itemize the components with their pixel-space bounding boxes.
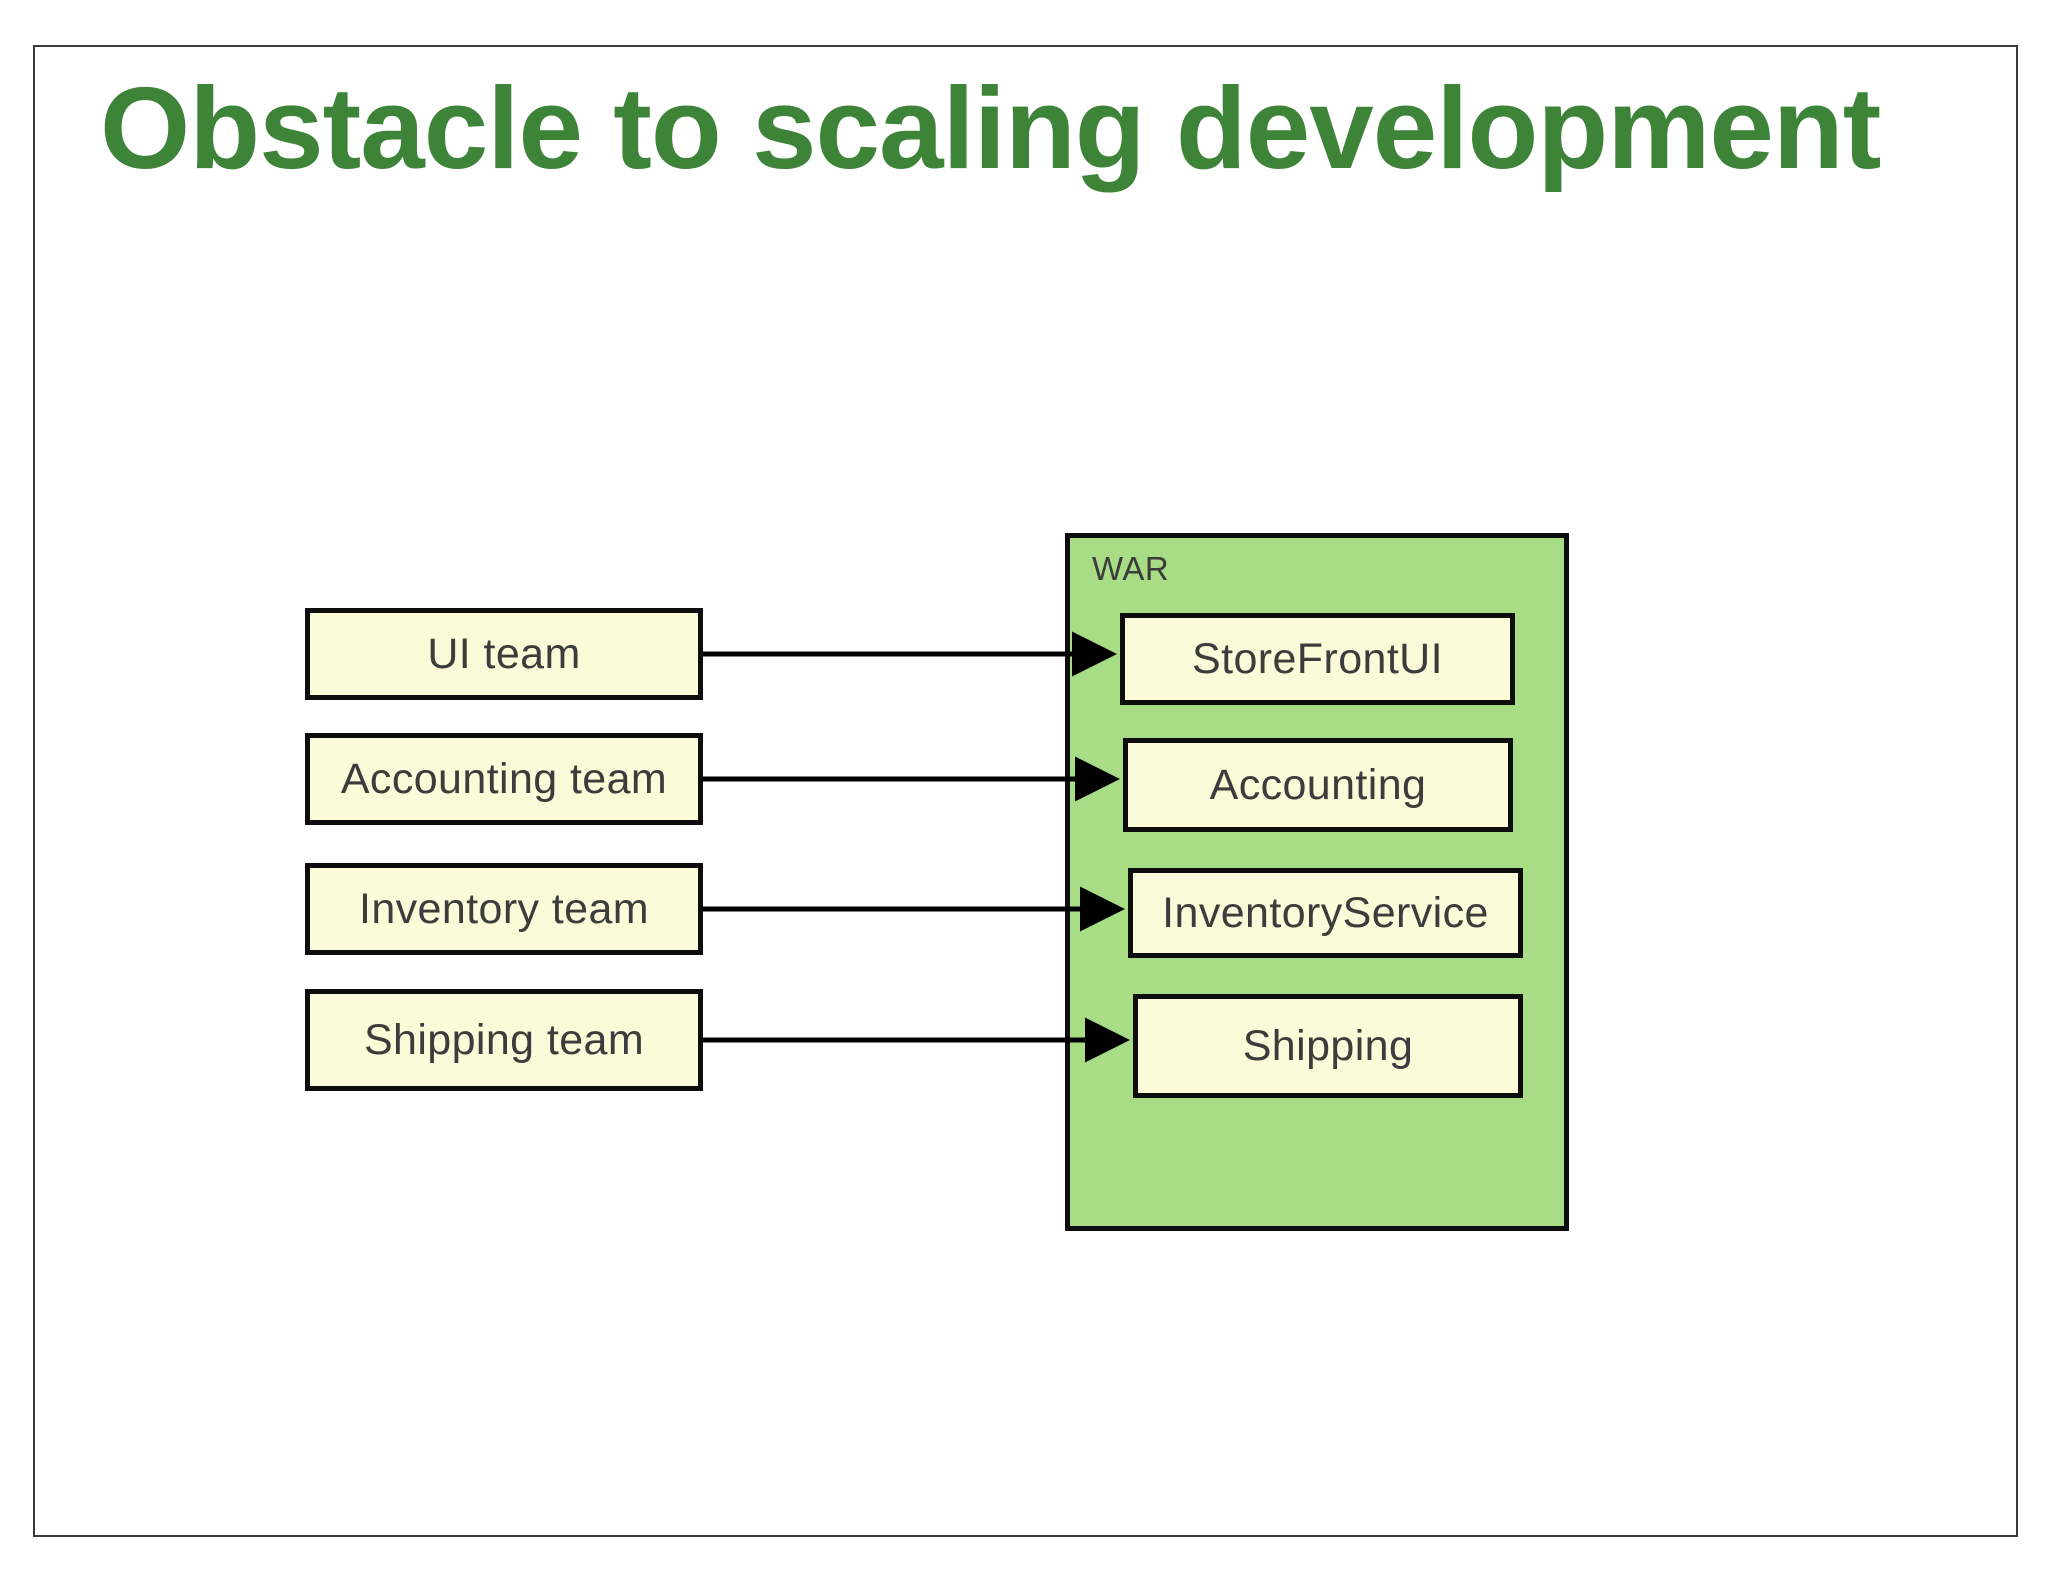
module-box-accounting[interactable]: Accounting bbox=[1123, 738, 1513, 832]
team-label: Inventory team bbox=[358, 884, 649, 933]
team-box-ui[interactable]: UI team bbox=[305, 608, 703, 700]
team-box-inventory[interactable]: Inventory team bbox=[305, 863, 703, 955]
team-label: Shipping team bbox=[363, 1015, 645, 1064]
team-box-accounting[interactable]: Accounting team bbox=[305, 733, 703, 825]
module-box-inventoryservice[interactable]: InventoryService bbox=[1128, 868, 1523, 958]
module-label: StoreFrontUI bbox=[1192, 634, 1443, 683]
module-label: Accounting bbox=[1209, 760, 1427, 809]
team-label: UI team bbox=[427, 629, 581, 678]
module-box-storefrontui[interactable]: StoreFrontUI bbox=[1120, 613, 1515, 705]
module-label: Shipping bbox=[1242, 1021, 1414, 1070]
module-box-shipping[interactable]: Shipping bbox=[1133, 994, 1523, 1098]
module-label: InventoryService bbox=[1162, 888, 1489, 937]
war-container: WAR StoreFrontUI Accounting InventorySer… bbox=[1065, 533, 1569, 1231]
team-label: Accounting team bbox=[340, 754, 668, 803]
war-container-label: WAR bbox=[1092, 550, 1170, 587]
team-box-shipping[interactable]: Shipping team bbox=[305, 989, 703, 1091]
page-title: Obstacle to scaling development bbox=[100, 63, 1881, 193]
